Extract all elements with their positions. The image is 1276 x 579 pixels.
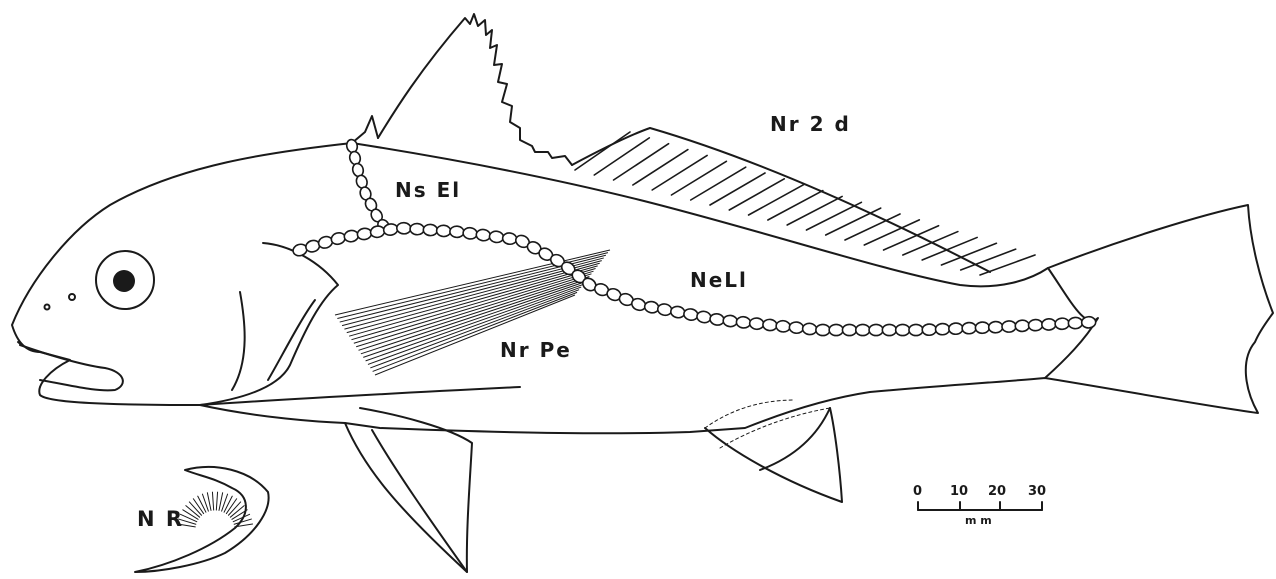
scale-bar	[918, 502, 1042, 510]
operculum-outline	[200, 243, 338, 405]
raker-spine	[198, 496, 206, 512]
lateral-bead	[410, 223, 425, 235]
lateral-bead	[736, 316, 751, 329]
lateral-bead	[869, 324, 883, 335]
lateral-bead	[975, 322, 989, 334]
dorsal-ray	[633, 150, 688, 185]
lateral-bead	[489, 230, 504, 243]
dorsal-ray	[826, 208, 881, 235]
lateral-bead	[396, 222, 411, 234]
lateral-bead	[1042, 318, 1057, 330]
lateral-bead	[709, 313, 725, 327]
lateral-bead	[723, 315, 738, 328]
dorsal-ray	[884, 226, 939, 250]
dorsal-ray	[961, 249, 1016, 270]
epaxial-nerve-beads	[345, 138, 391, 234]
raker-spine	[202, 494, 208, 511]
raker-spine	[224, 496, 232, 512]
lateral-bead	[802, 323, 817, 336]
first-dorsal-fin	[378, 14, 572, 165]
dorsal-ray	[729, 179, 784, 210]
lateral-bead	[357, 227, 373, 240]
raker-spine	[207, 493, 211, 511]
raker-spine	[212, 492, 213, 510]
lateral-bead	[343, 229, 359, 242]
lateral-bead	[370, 225, 386, 238]
lateral-bead	[922, 324, 936, 336]
lateral-bead	[683, 308, 699, 322]
dorsal-ray	[614, 144, 669, 180]
lateral-bead	[962, 322, 976, 334]
lateral-bead	[1002, 321, 1017, 333]
pelvic-fin	[345, 408, 472, 572]
dorsal-ray	[768, 191, 823, 220]
lateral-bead	[829, 324, 843, 335]
dorsal-ray	[980, 255, 1035, 275]
lateral-bead	[462, 227, 477, 240]
lateral-bead	[816, 324, 830, 335]
lateral-bead	[935, 323, 949, 335]
eye-pupil	[113, 270, 135, 292]
scale-unit: m m	[965, 514, 992, 527]
nostril	[69, 294, 75, 300]
scale-tick-30: 30	[1028, 484, 1046, 499]
second-dorsal-fin	[572, 128, 990, 272]
dorsal-ray	[806, 202, 861, 230]
dorsal-ray	[575, 132, 630, 170]
lateral-bead	[762, 319, 777, 332]
lateral-bead	[789, 321, 804, 334]
lateral-bead	[696, 310, 712, 324]
scale-tick-0: 0	[913, 484, 922, 499]
lateral-bead	[450, 226, 465, 238]
dorsal-ray	[845, 214, 900, 240]
dorsal-ray	[671, 161, 726, 195]
lateral-bead	[657, 303, 673, 317]
dorsal-ray	[749, 185, 804, 215]
label-epaxial: Ns El	[395, 178, 461, 202]
pectoral-ray	[335, 250, 610, 315]
dorsal-ray	[710, 173, 765, 205]
scale-tick-10: 10	[950, 484, 968, 499]
lateral-bead	[1068, 317, 1083, 329]
lateral-bead	[423, 224, 438, 236]
lateral-bead	[1028, 319, 1043, 331]
lateral-bead	[882, 324, 896, 335]
lateral-bead	[988, 321, 1002, 333]
lateral-bead	[644, 300, 660, 314]
lateral-bead	[1055, 318, 1070, 330]
lateral-bead	[842, 324, 856, 335]
label-second-dorsal: Nr 2 d	[770, 112, 851, 136]
label-gill-raker: N R	[137, 507, 184, 531]
fish-body-outline	[12, 143, 1273, 433]
dorsal-ray	[691, 167, 746, 200]
raker-spine	[219, 493, 223, 511]
label-lateral-line: NeLl	[690, 268, 748, 292]
lateral-bead	[856, 324, 870, 335]
lateral-bead	[436, 225, 451, 237]
dorsal-ray	[652, 155, 707, 190]
second-dorsal-rays	[575, 132, 1035, 275]
lateral-bead	[502, 232, 517, 245]
nostril	[45, 305, 50, 310]
lateral-bead	[1081, 316, 1096, 328]
raker-spine	[222, 494, 228, 511]
lateral-bead	[670, 305, 686, 319]
lateral-bead	[749, 317, 764, 330]
lateral-bead	[776, 320, 791, 333]
dorsal-ray	[594, 138, 649, 175]
lateral-bead	[1015, 320, 1030, 332]
lateral-bead	[949, 323, 963, 335]
label-pectoral: Nr Pe	[500, 338, 572, 362]
scale-tick-20: 20	[988, 484, 1006, 499]
lateral-bead	[476, 229, 491, 242]
dorsal-ray	[787, 196, 842, 225]
lateral-bead	[909, 324, 923, 335]
lateral-bead	[896, 324, 910, 335]
raker-spine	[216, 492, 217, 510]
